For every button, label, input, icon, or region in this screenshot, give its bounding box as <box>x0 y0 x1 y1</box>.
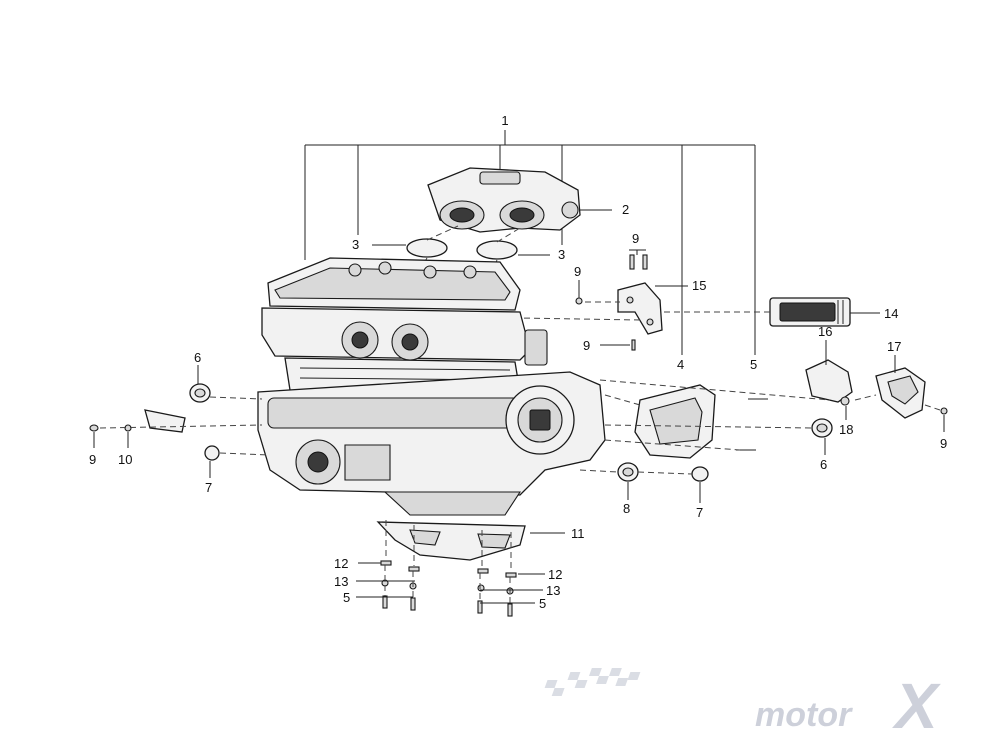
callout-6-left: 6 <box>194 350 201 365</box>
callout-6-right: 6 <box>820 457 827 472</box>
callout-4: 4 <box>677 357 684 372</box>
callout-17: 17 <box>887 339 901 354</box>
callout-10: 10 <box>118 452 132 467</box>
motorx-watermark: motor X <box>544 668 941 742</box>
callout-5-left: 5 <box>343 590 350 605</box>
watermark-mark: X <box>892 670 941 742</box>
watermark-brand: motor <box>755 696 853 734</box>
callout-16: 16 <box>818 324 832 339</box>
callout-12-right: 12 <box>548 567 562 582</box>
callout-9-left: 9 <box>89 452 96 467</box>
callout-13-right: 13 <box>546 583 560 598</box>
callout-5-right: 5 <box>750 357 757 372</box>
callout-3-left: 3 <box>352 237 359 252</box>
callout-2: 2 <box>622 202 629 217</box>
callout-18: 18 <box>839 422 853 437</box>
mount-bracket <box>617 282 663 335</box>
callout-5-bottom: 5 <box>539 596 546 611</box>
callout-7-left: 7 <box>205 480 212 495</box>
callout-9-bracket-top: 9 <box>632 231 639 246</box>
throttle-body <box>427 167 581 233</box>
callout-7-right: 7 <box>696 505 703 520</box>
callout-9-bracket-bottom: 9 <box>583 338 590 353</box>
side-covers <box>805 359 926 419</box>
callout-14: 14 <box>884 306 898 321</box>
callout-15: 15 <box>692 278 706 293</box>
callout-11: 11 <box>571 526 585 541</box>
engine-block <box>257 257 606 516</box>
callout-3-right: 3 <box>558 247 565 262</box>
callout-9-right: 9 <box>940 436 947 451</box>
clutch-cover <box>634 384 716 459</box>
callout-13-left: 13 <box>334 574 348 589</box>
callout-labels: 1 2 3 3 4 5 6 6 7 7 8 9 9 9 9 9 10 11 12… <box>89 113 947 611</box>
sump-guard <box>376 521 526 561</box>
callout-1: 1 <box>501 113 508 128</box>
callout-9-bracket-left: 9 <box>574 264 581 279</box>
leader-lines <box>93 209 945 604</box>
callout-8: 8 <box>623 501 630 516</box>
fasteners <box>89 254 948 617</box>
callout-12-left: 12 <box>334 556 348 571</box>
rectifier <box>769 297 851 327</box>
checkered-flag-icon <box>544 668 641 696</box>
